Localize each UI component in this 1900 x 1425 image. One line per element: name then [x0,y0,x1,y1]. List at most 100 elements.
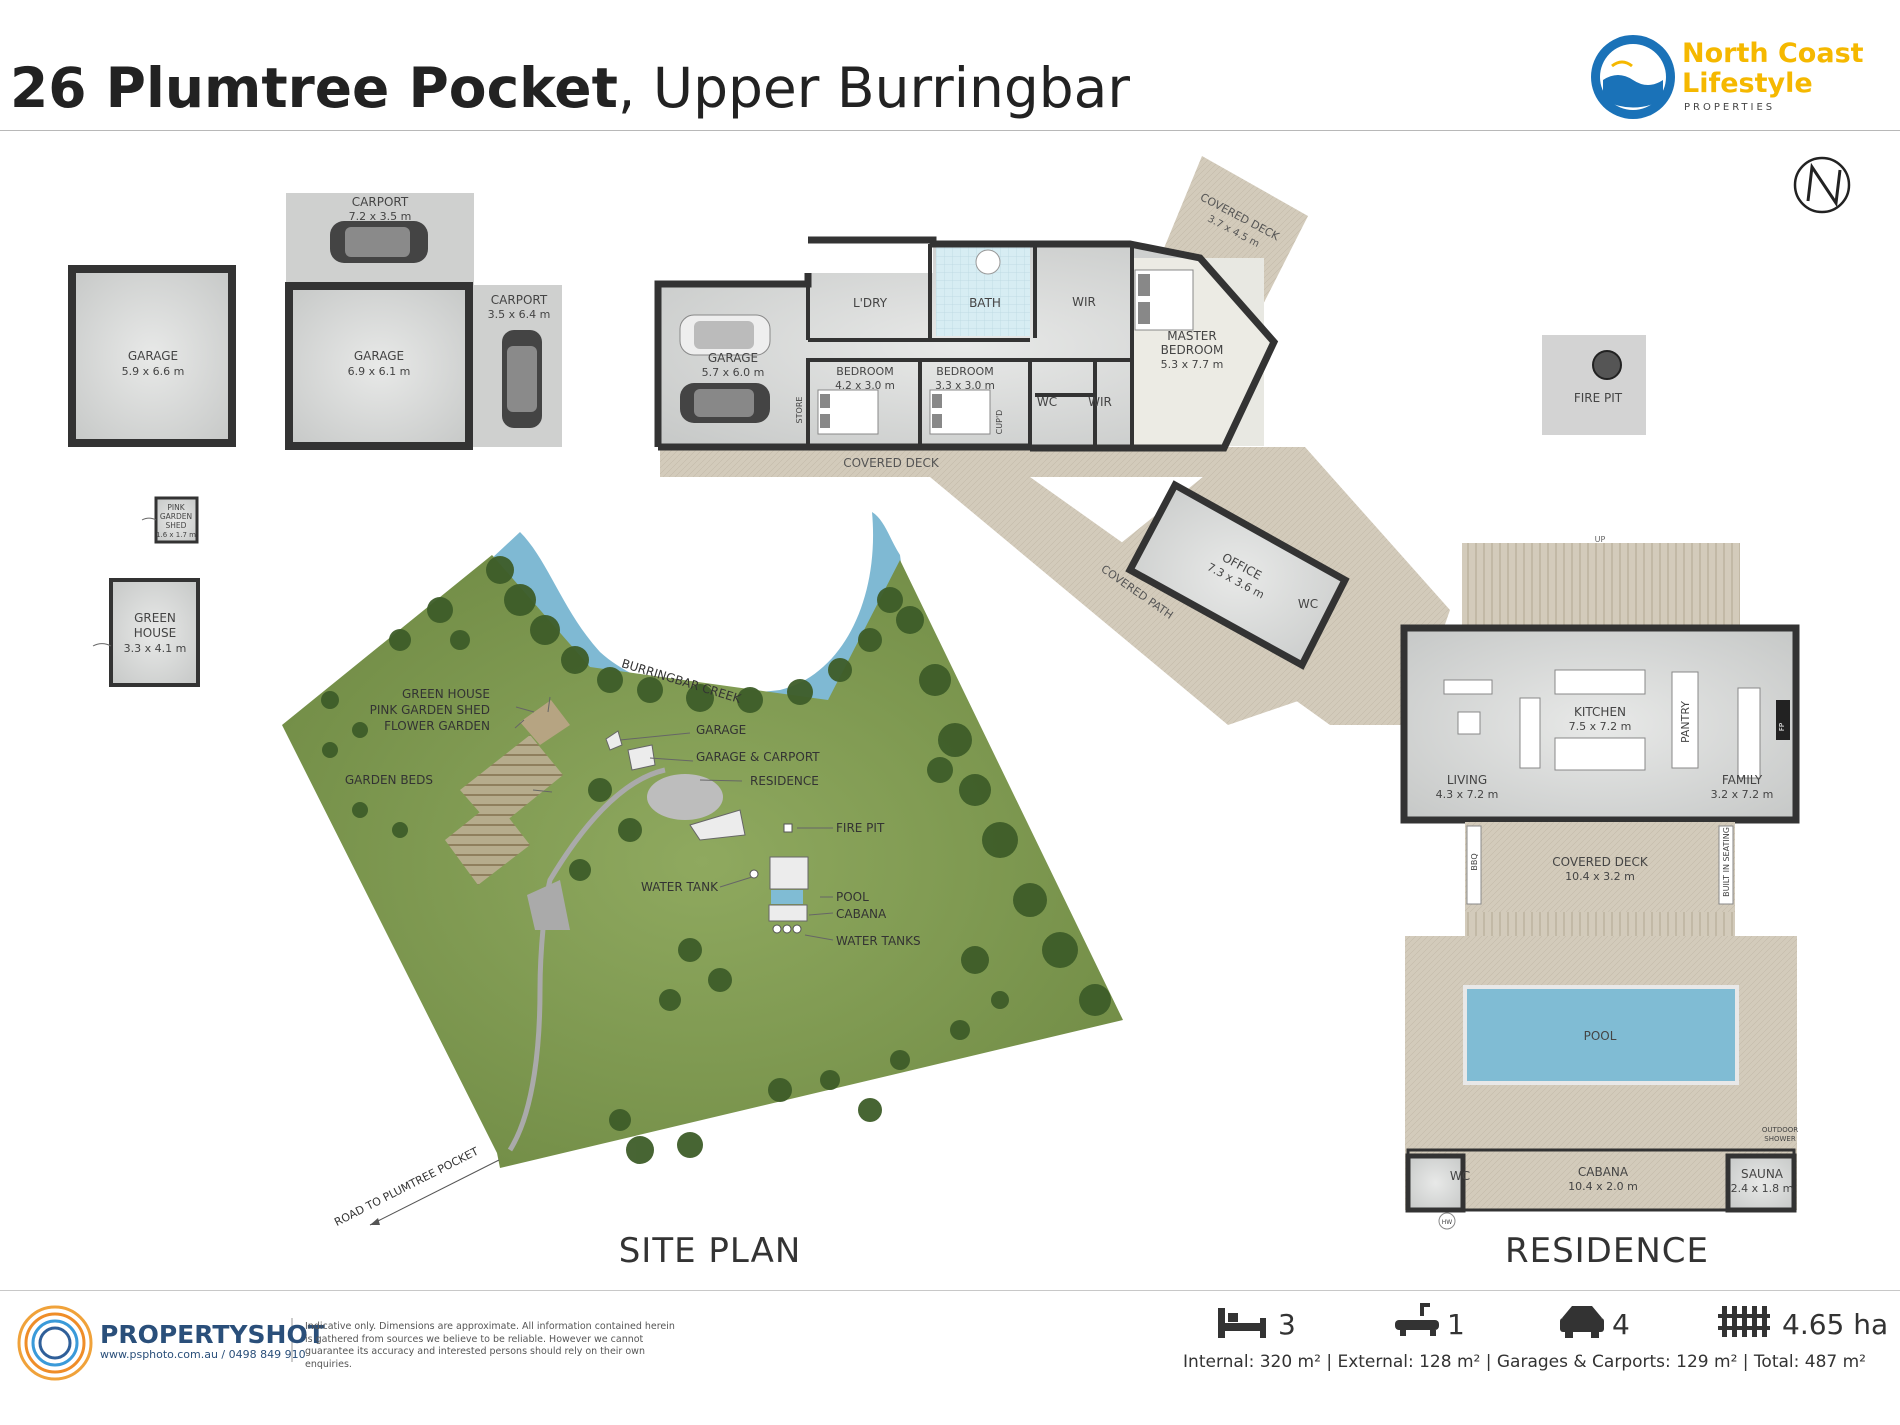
pink-garden-shed: PINK GARDEN SHED 1.6 x 1.7 m [141,496,199,544]
disclaimer: Indicative only. Dimensions are approxim… [305,1321,675,1370]
garage-left: GARAGE 5.9 x 6.6 m [68,265,236,447]
sauna-name: SAUNA [1741,1167,1784,1181]
garage-left-name: GARAGE [128,349,178,363]
car-icon [1560,1306,1604,1338]
green-house-line2: HOUSE [134,626,176,640]
car-icon [680,383,770,423]
residence-section-title: RESIDENCE [1505,1231,1709,1271]
propertyshot-contact: www.psphoto.com.au / 0498 849 910 [100,1348,306,1361]
outdoor-shower-line2: SHOWER [1764,1135,1796,1143]
master-dims: 5.3 x 7.7 m [1161,358,1224,371]
up-label-top: UP [1595,535,1606,544]
carport-side-dims: 3.5 x 6.4 m [488,308,551,321]
green-house-dims: 3.3 x 4.1 m [124,642,187,655]
carport-side-name: CARPORT [491,293,548,307]
hw-label: HW [1442,1219,1453,1226]
header-divider [0,130,1900,131]
bathroom-count: 1 [1447,1308,1465,1341]
sauna-dims: 2.4 x 1.8 m [1731,1182,1794,1195]
bedroom2-name: BEDROOM [936,365,993,378]
family-name: FAMILY [1722,773,1763,787]
pink-shed-line2: GARDEN [160,512,192,521]
site-garden-beds-label: GARDEN BEDS [345,773,433,787]
office: OFFICE 7.3 x 3.6 m WC [1125,480,1350,670]
bedroom1-name: BEDROOM [836,365,893,378]
site-residence-label: RESIDENCE [750,774,819,788]
bedroom-count: 3 [1278,1308,1296,1341]
built-in-seating-label: BUILT IN SEATING [1722,827,1731,897]
fire-pit-icon [1592,350,1622,380]
propertyshot-logo-icon [17,1305,93,1381]
garden-beds [460,735,563,830]
cupd-label: CUP'D [995,410,1004,435]
bed-icon [929,389,991,435]
covered-deck-main: BBQ BUILT IN SEATING COVERED DECK 10.4 x… [1465,822,1735,946]
turning-circle [647,774,723,820]
north-coast-lifestyle-logo-icon [1591,35,1675,119]
carport-side: CARPORT 3.5 x 6.4 m [472,285,562,447]
garage-mid-dims: 6.9 x 6.1 m [348,365,411,378]
pool-label: POOL [1584,1029,1617,1043]
outdoor-shower-line1: OUTDOOR [1762,1126,1798,1134]
garage-mid: GARAGE 6.9 x 6.1 m [285,282,473,450]
fire-pit-label: FIRE PIT [1574,391,1623,405]
site-water-tank-label: WATER TANK [641,880,719,894]
site-flower-garden-label: FLOWER GARDEN [384,719,490,733]
wc-label: WC [1037,395,1057,409]
brand-line2: Lifestyle [1682,68,1813,99]
tree-cluster [321,556,1111,1164]
fence-icon [1718,1306,1770,1337]
master-line1: MASTER [1167,329,1216,343]
site-garage-label: GARAGE [696,723,746,737]
site-pink-shed-label: PINK GARDEN SHED [370,703,490,717]
bbq-label: BBQ [1470,853,1479,870]
living-dims: 4.3 x 7.2 m [1436,788,1499,801]
family-dims: 3.2 x 7.2 m [1711,788,1774,801]
bath-icon [1395,1303,1439,1336]
brand-line3: PROPERTIES [1684,102,1776,113]
bedroom1-dims: 4.2 x 3.0 m [835,380,895,392]
site-fire-pit-label: FIRE PIT [836,821,885,835]
fp-label: FP [1778,723,1786,731]
deck-name: COVERED DECK [1552,855,1649,869]
laundry-label: L'DRY [853,296,888,310]
north-wing-floor: GARAGE 5.7 x 6.0 m L'DRY BATH WIR WIR MA… [654,236,1279,452]
property-lawn [282,555,1123,1168]
propertyshot-name: PROPERTYSHOT [100,1320,325,1349]
pool [1463,985,1739,1085]
bed-icon [1218,1308,1266,1338]
cabana-name: CABANA [1578,1165,1629,1179]
page-title: 26 Plumtree Pocket, Upper Burringbar [10,58,1130,118]
site-plan [282,512,1123,1226]
site-road-label: ROAD TO PLUMTREE POCKET [332,1145,481,1229]
carport-top: CARPORT 7.2 x 3.5 m [286,193,474,285]
car-icon [679,314,771,356]
cabana-wc-label: WC [1450,1169,1470,1183]
stairs-top: UP [1462,535,1740,627]
garage-mid-name: GARAGE [354,349,404,363]
master-line2: BEDROOM [1161,343,1224,357]
pantry-label: PANTRY [1679,701,1692,743]
garage-dims: 5.7 x 6.0 m [702,366,765,379]
car-count: 4 [1612,1308,1630,1341]
bed-icon [1134,269,1194,331]
living-name: LIVING [1447,773,1487,787]
site-green-house-label: GREEN HOUSE [402,687,490,701]
north-coast-lifestyle-logo: North Coast Lifestyle PROPERTIES [1590,32,1864,122]
carport-top-dims: 7.2 x 3.5 m [349,210,412,223]
site-plan-section-title: SITE PLAN [619,1231,802,1271]
bedroom2-dims: 3.3 x 3.0 m [935,380,995,392]
site-cabana-label: CABANA [836,907,887,921]
bath-label: BATH [969,296,1001,310]
pink-shed-dims: 1.6 x 1.7 m [156,531,196,539]
pink-shed-line1: PINK [167,503,185,512]
pink-shed-line3: SHED [166,521,187,530]
carport-top-name: CARPORT [352,195,409,209]
car-icon [502,330,542,428]
wir-top-label: WIR [1072,295,1096,309]
cabana-dims: 10.4 x 2.0 m [1568,1180,1638,1193]
site-garage-carport-label: GARAGE & CARPORT [696,750,820,764]
store-label: STORE [795,397,804,424]
site-water-tanks-label: WATER TANKS [836,934,921,948]
